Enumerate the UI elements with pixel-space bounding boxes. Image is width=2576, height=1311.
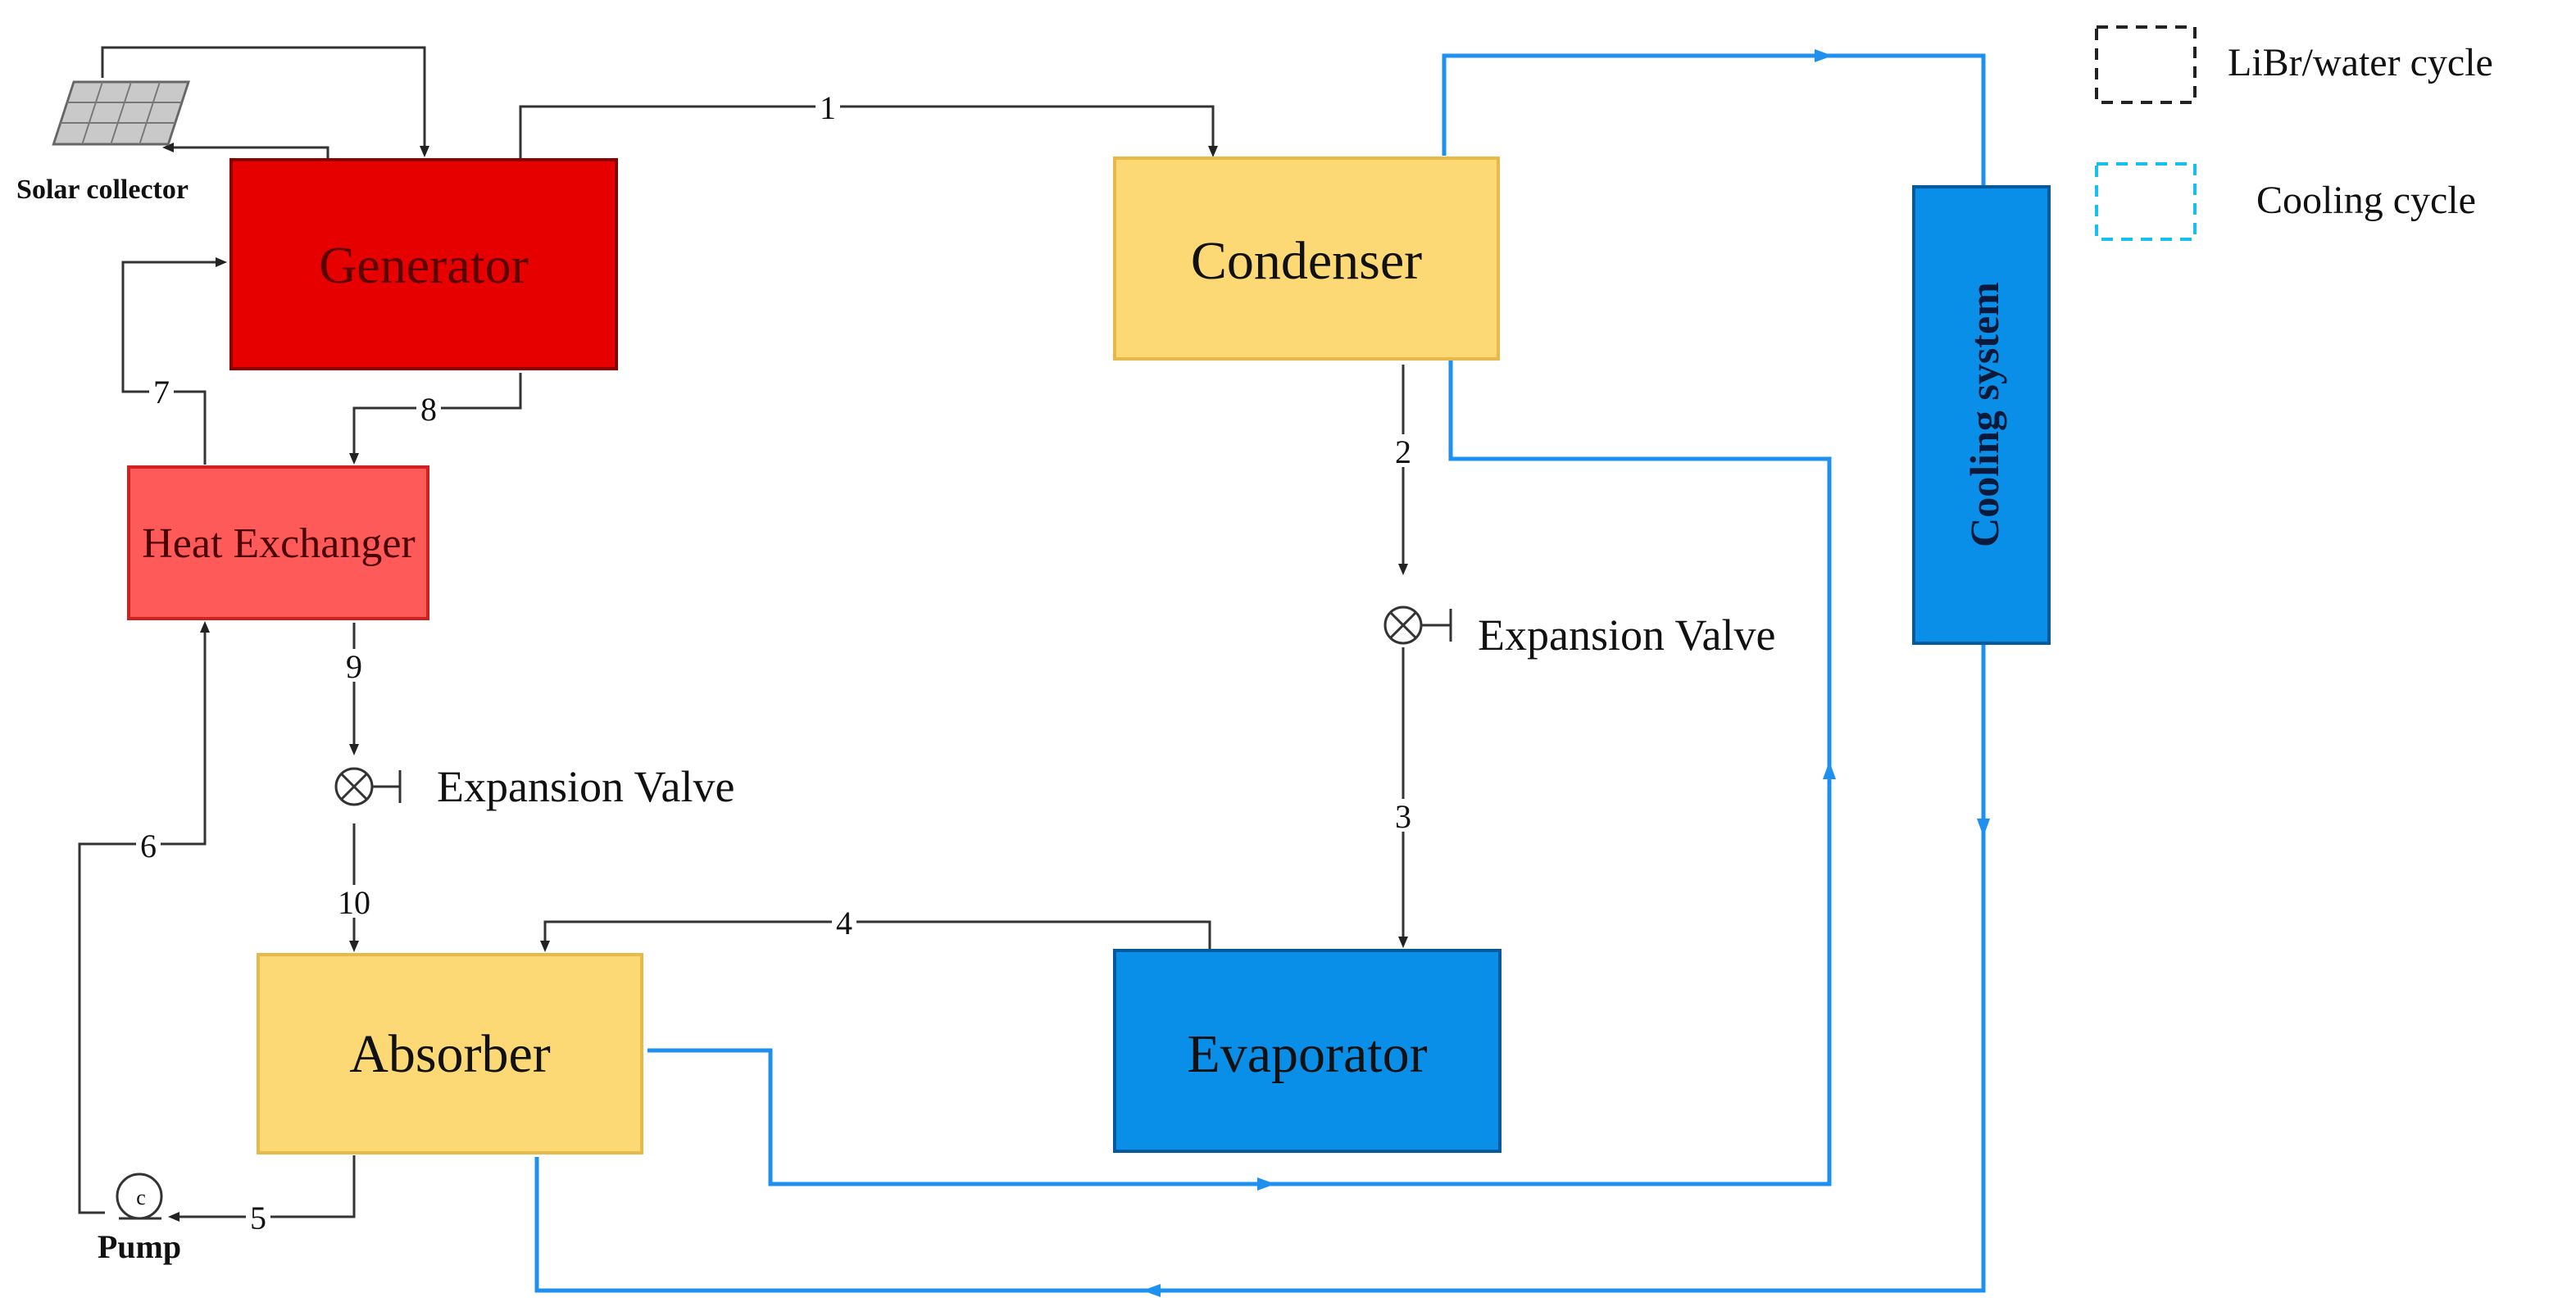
heat-exchanger-label: Heat Exchanger	[142, 520, 415, 567]
absorber-label: Absorber	[349, 1024, 551, 1084]
cooling-system-label: Cooling system	[1961, 282, 2007, 547]
stream-label-2: 2	[1395, 433, 1411, 470]
solar-collector: Solar collector	[16, 80, 190, 205]
stream-line-7	[121, 257, 227, 465]
solar-line-from-generator	[162, 143, 329, 160]
evaporator-box: Evaporator	[1113, 949, 1502, 1153]
solar-collector-label: Solar collector	[16, 175, 189, 205]
legend-item-libr: LiBr/water cycle	[2095, 25, 2493, 104]
stream-label-5: 5	[250, 1200, 266, 1236]
stream-label-7: 7	[153, 374, 170, 411]
stream-labels: 1 2 3 4 5 6 7 8 9 10	[136, 89, 1415, 1236]
stream-line-5	[168, 1155, 356, 1222]
legend-label-cooling: Cooling cycle	[2256, 179, 2476, 222]
cooling-line-absorber-to-condenser	[647, 361, 1832, 1186]
expansion-valve-right: Expansion Valve	[1383, 606, 1775, 660]
stream-label-6: 6	[140, 828, 157, 864]
stream-label-1: 1	[820, 89, 836, 126]
legend-swatch-libr	[2095, 25, 2197, 104]
stream-label-3: 3	[1395, 798, 1411, 835]
pump: c Pump	[98, 1173, 181, 1265]
cooling-line-condenser-out	[1442, 53, 1986, 187]
expansion-valve-right-label: Expansion Valve	[1478, 610, 1775, 660]
legend-label-libr: LiBr/water cycle	[2228, 41, 2493, 84]
pump-label: Pump	[98, 1228, 181, 1265]
expansion-valve-left-label: Expansion Valve	[437, 762, 734, 811]
legend: LiBr/water cycle Cooling cycle	[2095, 25, 2493, 241]
condenser-box: Condenser	[1113, 157, 1500, 361]
valve-icon	[334, 767, 402, 806]
cooling-system-box: Cooling system	[1912, 185, 2051, 645]
stream-label-4: 4	[836, 905, 852, 941]
evaporator-label: Evaporator	[1187, 1024, 1427, 1084]
heat-exchanger-box: Heat Exchanger	[127, 465, 429, 620]
valve-icon	[1383, 606, 1452, 645]
pump-symbol: c	[136, 1186, 146, 1209]
stream-label-10: 10	[338, 884, 370, 921]
stream-label-8: 8	[420, 391, 437, 428]
cooling-cycle-lines	[534, 49, 1990, 1297]
pump-icon: c	[116, 1173, 163, 1220]
cooling-line-system-out	[534, 643, 1986, 1293]
generator-box: Generator	[229, 158, 618, 370]
expansion-valve-left: Expansion Valve	[334, 762, 734, 811]
legend-item-cooling: Cooling cycle	[2095, 162, 2476, 241]
solar-panel-icon	[52, 80, 190, 146]
stream-label-9: 9	[346, 648, 362, 685]
generator-label: Generator	[319, 236, 529, 294]
stream-line-1	[519, 105, 1218, 160]
stream-line-6	[78, 621, 210, 1214]
solar-line-to-generator	[101, 46, 429, 157]
legend-swatch-cooling	[2095, 162, 2197, 241]
absorber-box: Absorber	[257, 953, 643, 1154]
condenser-label: Condenser	[1191, 231, 1422, 291]
stream-line-4	[540, 920, 1211, 952]
